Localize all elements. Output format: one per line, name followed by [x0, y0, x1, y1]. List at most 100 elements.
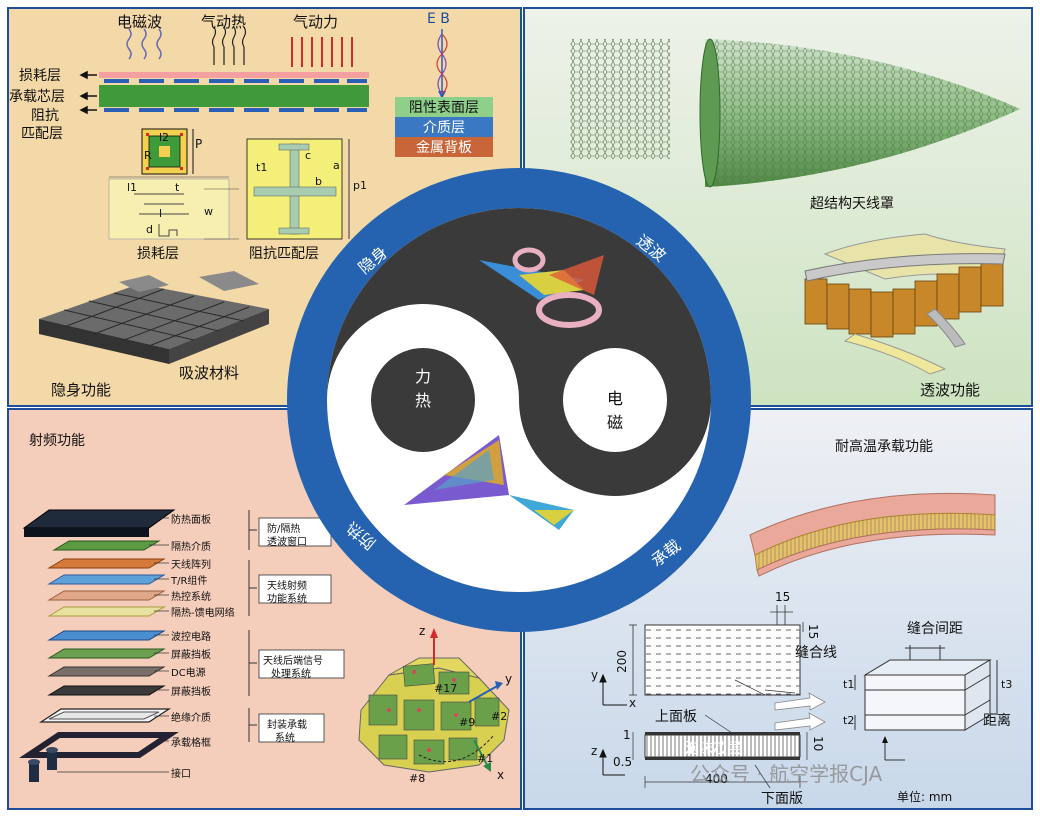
aircraft-top-icon: [479, 247, 604, 328]
dim-0-5: 0.5: [613, 755, 633, 769]
stack-item-5: 隔热-馈电网络: [171, 608, 235, 619]
impedance-cell-icon: [246, 138, 350, 240]
yang-label-magnetic: 磁: [607, 413, 624, 432]
symbol-c: c: [305, 149, 312, 162]
transmission-structure-icon: [804, 233, 1006, 375]
load-bearing-title: 耐高温承载功能: [835, 439, 933, 455]
group-0-line-1: 透波窗口: [267, 537, 307, 548]
stack-item-4: 热控系统: [171, 592, 211, 603]
stack-item-7: 屏蔽挡板: [171, 650, 211, 661]
load-aero-heat: 气动热: [201, 13, 247, 31]
symbol-t1: t1: [256, 161, 268, 174]
layer-label-core: 承载芯层: [9, 89, 65, 105]
label-distance: 距离: [983, 713, 1011, 729]
force-arrows-icon: [291, 37, 353, 67]
symbol-b: b: [315, 175, 322, 188]
group-1-line-1: 功能系统: [267, 594, 307, 605]
heat-resistant-panel-icon: [749, 492, 996, 577]
dome-label-17: #17: [434, 682, 458, 695]
stack-item-0: 防热面板: [171, 515, 211, 526]
symbol-t2-br: t2: [843, 714, 855, 727]
layer-label-loss: 损耗层: [19, 68, 61, 84]
symbol-l1: l1: [127, 181, 138, 194]
layer-legend: 阻性表面层 介质层 金属背板: [395, 97, 493, 157]
aircraft-bottom-icon: [404, 435, 574, 530]
yin-dot: [371, 348, 475, 452]
antenna-dome-icon: [358, 628, 510, 773]
absorber-material-icon: [39, 271, 269, 364]
dim-1: 1: [623, 728, 631, 742]
caption-radome: 超结构天线罩: [810, 196, 894, 212]
layer-label-impedance: 阻抗: [31, 108, 59, 124]
heat-arrows-icon: [211, 26, 247, 65]
group-1-line-0: 天线射频: [267, 581, 307, 592]
stack-item-12: 接口: [171, 769, 191, 780]
stack-item-1: 隔热介质: [171, 542, 211, 553]
legend-metal: 金属背板: [395, 137, 493, 157]
yang-dot: [563, 348, 667, 452]
layer-pointer-arrows: [79, 70, 97, 115]
stack-item-8: DC电源: [171, 668, 206, 679]
dim-400: 400: [705, 772, 728, 786]
center-yin-yang: 隐身 透波 防热 承载 力 热 电 磁: [284, 165, 754, 635]
label-upper-panel: 上面板: [655, 709, 697, 725]
stack-item-3: T/R组件: [171, 576, 208, 587]
field-label: E B: [427, 11, 450, 27]
symbol-a: a: [333, 159, 340, 172]
dome-label-8: #8: [409, 772, 426, 785]
symbol-l2: l2: [159, 131, 170, 144]
label-lower-panel: 下面版: [761, 791, 803, 807]
transmission-diagram: [570, 38, 1020, 375]
dome-label-2: #2: [491, 710, 508, 723]
dome-label-1: #1: [477, 752, 494, 765]
symbol-P: P: [195, 137, 203, 151]
arrow-icons: [774, 692, 826, 731]
symbol-t1-br: t1: [843, 678, 855, 691]
caption-loss-layer: 损耗层: [137, 246, 179, 262]
stitch-box-icon: [854, 645, 998, 761]
label-seam-line: 缝合线: [795, 645, 837, 661]
core-layer: [99, 85, 369, 107]
dome-axis-y: y: [505, 672, 513, 686]
symbol-l: l: [159, 207, 163, 220]
stack-item-2: 天线阵列: [171, 560, 211, 571]
dim-200: 200: [615, 650, 629, 673]
symbol-p1: p1: [353, 179, 367, 192]
symbol-w: w: [204, 205, 213, 218]
label-seam-spacing: 缝合间距: [907, 621, 963, 637]
caption-absorber: 吸波材料: [179, 364, 240, 382]
honeycomb-pattern: [570, 39, 670, 159]
symbol-t: t: [175, 181, 180, 194]
stack-item-9: 屏蔽挡板: [171, 687, 211, 698]
stack-item-11: 承载格框: [171, 738, 211, 749]
dim-10: 10: [811, 736, 825, 752]
em-polarization-icon: [436, 29, 448, 99]
label-unit: 单位: mm: [897, 790, 953, 804]
unit-cell-icon: [141, 128, 194, 175]
yin-label-heat: 热: [415, 391, 432, 410]
layer-stack-icon: [19, 509, 179, 782]
loss-layer-strip: [99, 72, 369, 78]
dome-axis-x: x: [497, 768, 505, 782]
symbol-R: R: [144, 149, 152, 162]
axis-y-label: y: [591, 668, 599, 682]
loss-cell-icon: [108, 176, 239, 240]
group-brackets: [248, 510, 257, 742]
axis-x-label-top: x: [629, 696, 637, 710]
watermark: 公众号 · 航空学报CJA: [690, 762, 883, 786]
load-aero-force: 气动力: [293, 13, 339, 31]
group-2-line-1: 处理系统: [271, 669, 311, 680]
yin-label-force: 力: [415, 367, 432, 386]
dome-label-9: #9: [459, 716, 476, 729]
stack-item-10: 绝缘介质: [171, 713, 211, 724]
caption-stealth-function: 隐身功能: [51, 381, 112, 399]
group-0-line-0: 防/隔热: [267, 524, 301, 535]
caption-impedance-layer: 阻抗匹配层: [249, 246, 319, 262]
rf-stack-diagram: [19, 509, 510, 782]
stealth-diagram: [39, 26, 448, 364]
sandwich-panel-diagram: [599, 492, 998, 789]
symbol-d: d: [146, 223, 153, 236]
caption-transmission-function: 透波功能: [920, 381, 981, 399]
dim-15-top: 15: [775, 590, 791, 604]
group-3-line-0: 封装承载: [267, 720, 307, 731]
